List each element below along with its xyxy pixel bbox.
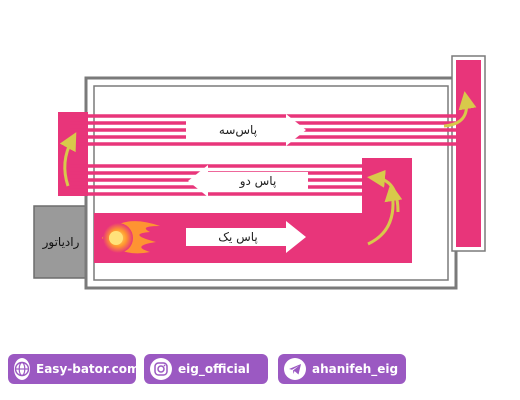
instagram-icon (150, 358, 172, 380)
left-chamber (58, 112, 88, 196)
telegram-text: ahanifeh_eig (312, 362, 399, 376)
flow-arrow-right-up (443, 91, 477, 128)
globe-icon (14, 358, 30, 380)
right-collector-fill (456, 60, 481, 247)
website-badge[interactable]: Easy-bator.com (8, 354, 140, 384)
pass-two-label: پاس دو (226, 172, 290, 190)
telegram-icon (284, 358, 306, 380)
footer-badges: Easy-bator.com eig_official ahanifeh_eig (0, 346, 520, 394)
flow-arrow-riser-up (367, 169, 400, 213)
telegram-badge[interactable]: ahanifeh_eig (278, 354, 406, 384)
instagram-badge[interactable]: eig_official (144, 354, 268, 384)
pass-one-label: پاس یک (206, 228, 270, 246)
pass-three-label: پاس‌سه (206, 121, 270, 139)
radiator-label: رادیاتور (42, 235, 80, 249)
flow-arrow-furnace-up (367, 183, 403, 246)
instagram-text: eig_official (178, 362, 250, 376)
flame-icon (102, 221, 160, 254)
website-text: Easy-bator.com (36, 362, 140, 376)
boiler-diagram: پاس‌سه پاس دو پاس یک رادیاتور (33, 55, 486, 290)
flow-arrow-left-up (59, 132, 77, 187)
radiator-block (33, 205, 89, 279)
pass-one-riser (362, 158, 412, 263)
